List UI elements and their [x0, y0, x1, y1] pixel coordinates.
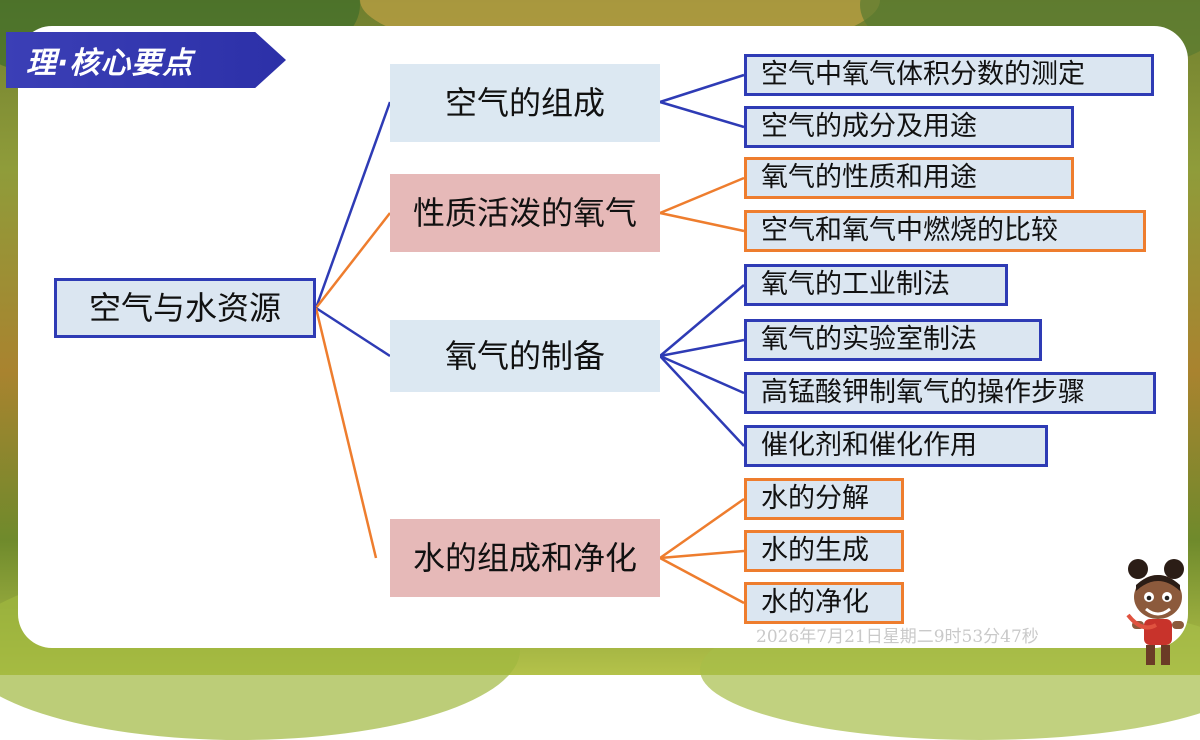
leaf-node: 氧气的性质和用途 [744, 157, 1074, 199]
leaf-node: 空气的成分及用途 [744, 106, 1074, 148]
connector-line [315, 306, 391, 358]
connector-line [659, 556, 745, 605]
leaf-node: 水的净化 [744, 582, 904, 624]
leaf-node: 高锰酸钾制氧气的操作步骤 [744, 372, 1156, 414]
connector-line [659, 549, 745, 560]
connector-line [659, 338, 745, 358]
topic-node: 性质活泼的氧气 [390, 174, 660, 252]
leaf-node: 空气中氧气体积分数的测定 [744, 54, 1154, 96]
leaf-node: 催化剂和催化作用 [744, 425, 1048, 467]
title-tag-arrow-shape [6, 32, 286, 88]
timestamp-watermark: 2026年7月21日星期二9时53分47秒 [756, 627, 1039, 647]
leaf-node: 氧气的工业制法 [744, 264, 1008, 306]
connector-line [314, 307, 378, 559]
leaf-node: 水的生成 [744, 530, 904, 572]
section-title-tag: 理·核心要点 [6, 32, 286, 88]
connector-line [659, 176, 745, 215]
leaf-node: 水的分解 [744, 478, 904, 520]
connector-line [659, 73, 745, 104]
mascot-illustration [1126, 559, 1184, 665]
connector-line [315, 212, 391, 309]
connector-line [659, 100, 745, 129]
root-node: 空气与水资源 [54, 278, 316, 338]
connector-line [659, 355, 745, 447]
leaf-node: 氧气的实验室制法 [744, 319, 1042, 361]
connector-line [314, 101, 392, 309]
connector-line [659, 354, 745, 395]
connector-lines [314, 73, 745, 605]
topic-node: 空气的组成 [390, 64, 660, 142]
leaf-node: 空气和氧气中燃烧的比较 [744, 210, 1146, 252]
topic-node: 氧气的制备 [390, 320, 660, 392]
topic-node: 水的组成和净化 [390, 519, 660, 597]
connector-line [659, 211, 745, 233]
connector-line [659, 284, 745, 357]
connector-line [659, 497, 745, 560]
section-title: 理·核心要点 [26, 46, 194, 81]
